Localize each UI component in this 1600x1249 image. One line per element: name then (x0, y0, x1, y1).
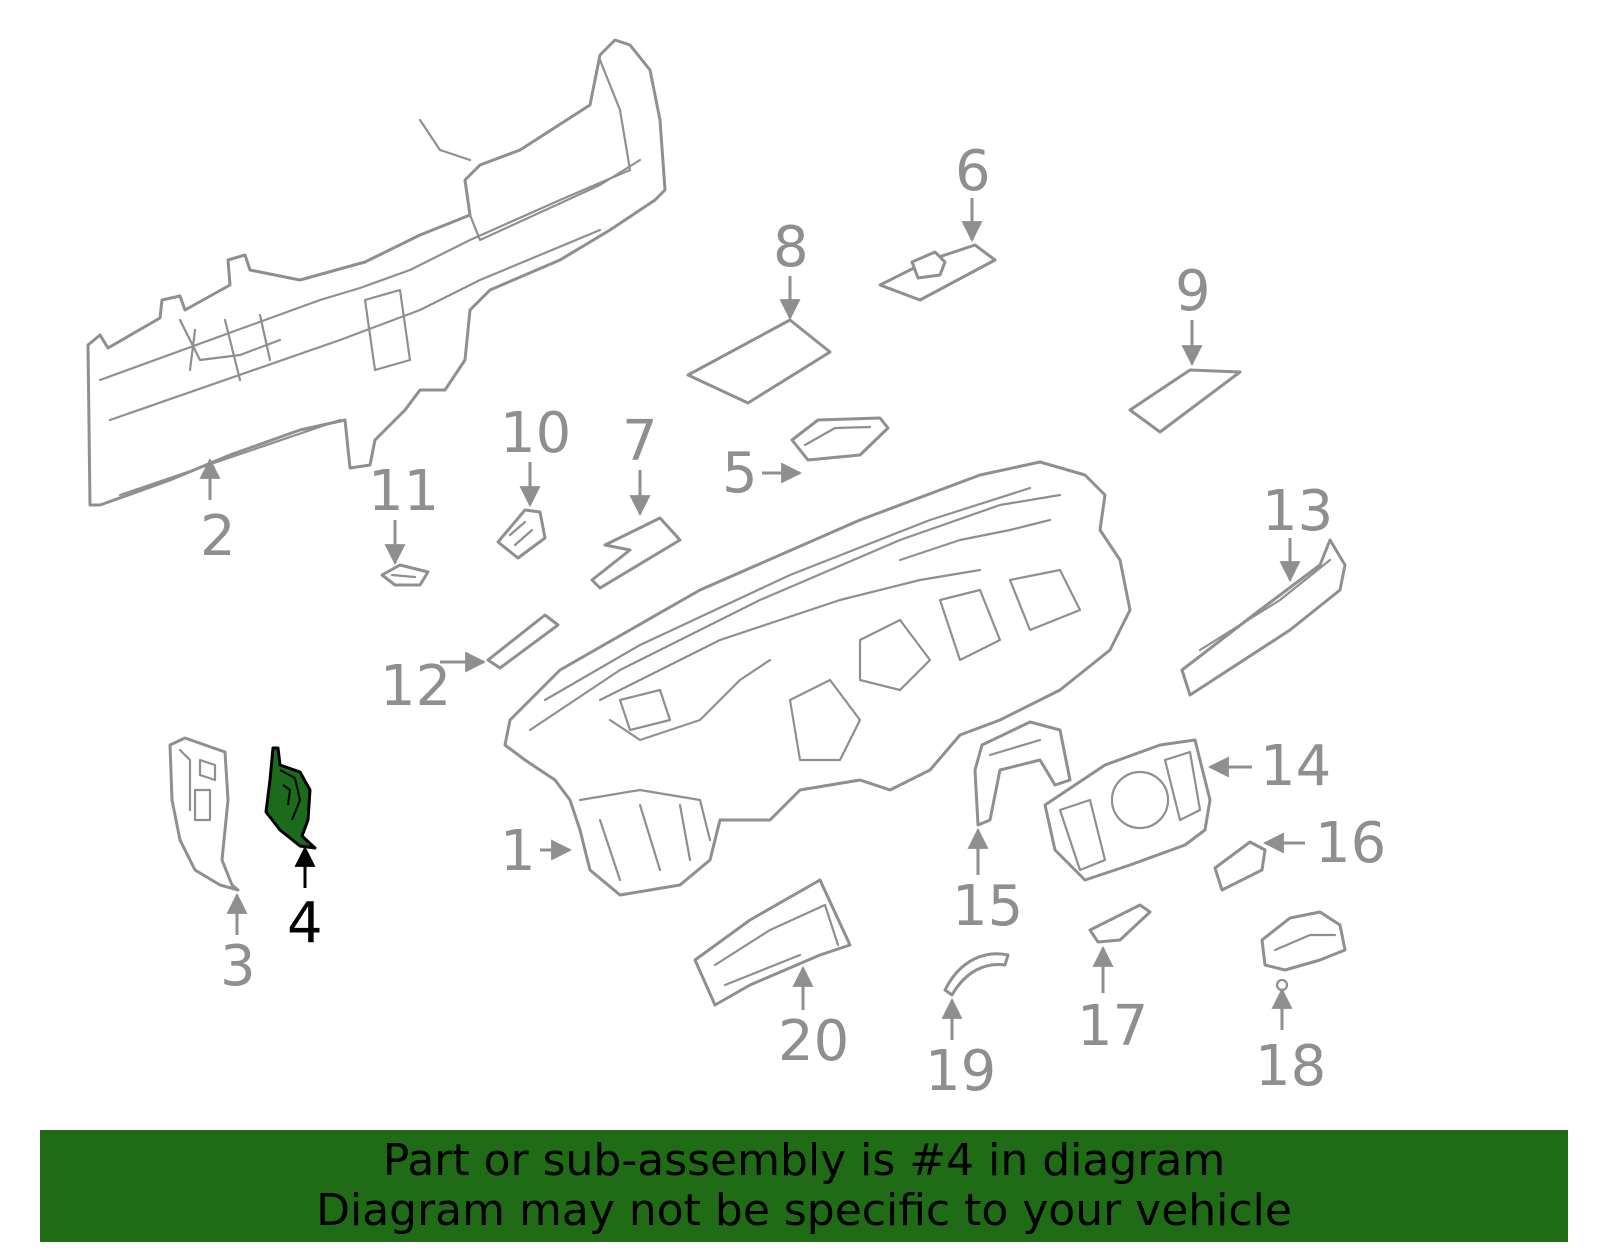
callout-9-label: 9 (1175, 259, 1211, 324)
callout-4-label: 4 (287, 891, 323, 956)
part-14-center-bezel (1043, 738, 1212, 882)
callout-16-label: 16 (1315, 811, 1386, 876)
info-banner: Part or sub-assembly is #4 in diagram Di… (40, 1130, 1568, 1242)
callout-2-label: 2 (200, 504, 236, 569)
callout-7: 7 (622, 409, 658, 517)
part-16-trim (1213, 840, 1267, 892)
parts-diagram: 1 2 3 4 5 6 7 8 9 10 11 12 (86, 38, 1386, 1104)
part-9-cover (1128, 368, 1242, 434)
callout-7-label: 7 (622, 409, 658, 474)
callout-8: 8 (773, 215, 809, 321)
part-20-cluster-bezel (693, 878, 852, 1007)
callout-18: 18 (1255, 987, 1326, 1099)
callout-13-label: 13 (1262, 479, 1333, 544)
part-17-clip (1088, 903, 1152, 944)
part-18-bracket (1260, 910, 1347, 992)
callout-8-label: 8 (773, 215, 809, 280)
part-15-bracket (973, 720, 1072, 827)
part-13-trim-strip (1180, 538, 1347, 697)
part-6-sensor-cover (878, 243, 997, 302)
callout-19: 19 (925, 997, 996, 1104)
callout-15-label: 15 (952, 874, 1023, 939)
callout-12-label: 12 (380, 654, 451, 719)
part-7-trim (590, 516, 682, 590)
part-8-cover (686, 318, 832, 405)
callout-5: 5 (722, 441, 803, 506)
callout-6: 6 (955, 139, 991, 243)
callout-20-label: 20 (778, 1009, 849, 1074)
callout-11: 11 (368, 459, 439, 566)
banner-line-disclaimer: Diagram may not be specific to your vehi… (316, 1185, 1292, 1236)
callout-2: 2 (199, 457, 236, 569)
part-4-highlighted-trim (264, 746, 317, 850)
part-11-clip (380, 563, 430, 587)
callout-14-label: 14 (1260, 734, 1331, 799)
callout-10: 10 (500, 401, 571, 508)
callout-5-label: 5 (722, 441, 758, 506)
callout-3: 3 (220, 892, 256, 999)
part-1-instrument-panel (503, 460, 1132, 897)
callout-4: 4 (287, 845, 323, 956)
callout-9: 9 (1175, 259, 1211, 367)
callout-3-label: 3 (220, 934, 256, 999)
callout-15: 15 (952, 827, 1023, 939)
banner-line-part-number: Part or sub-assembly is #4 in diagram (382, 1135, 1226, 1186)
part-5-vent (790, 416, 890, 462)
callout-16: 16 (1262, 811, 1386, 876)
callout-11-label: 11 (368, 459, 439, 524)
callout-14: 14 (1207, 734, 1331, 799)
part-12-trim-strip (486, 613, 560, 670)
callout-20: 20 (778, 965, 849, 1074)
part-2-cross-car-beam (86, 38, 667, 507)
part-3-trim-panel (168, 736, 240, 892)
callout-1-label: 1 (500, 819, 536, 884)
callout-19-label: 19 (925, 1039, 996, 1104)
callout-17: 17 (1077, 945, 1148, 1059)
part-10-switch (496, 508, 547, 560)
callout-13: 13 (1262, 479, 1333, 583)
callout-1: 1 (500, 819, 573, 884)
callout-17-label: 17 (1077, 994, 1148, 1059)
part-19-trim-arc (943, 952, 1010, 997)
callout-10-label: 10 (500, 401, 571, 466)
callout-6-label: 6 (955, 139, 991, 204)
callout-12: 12 (380, 651, 487, 719)
callout-18-label: 18 (1255, 1034, 1326, 1099)
